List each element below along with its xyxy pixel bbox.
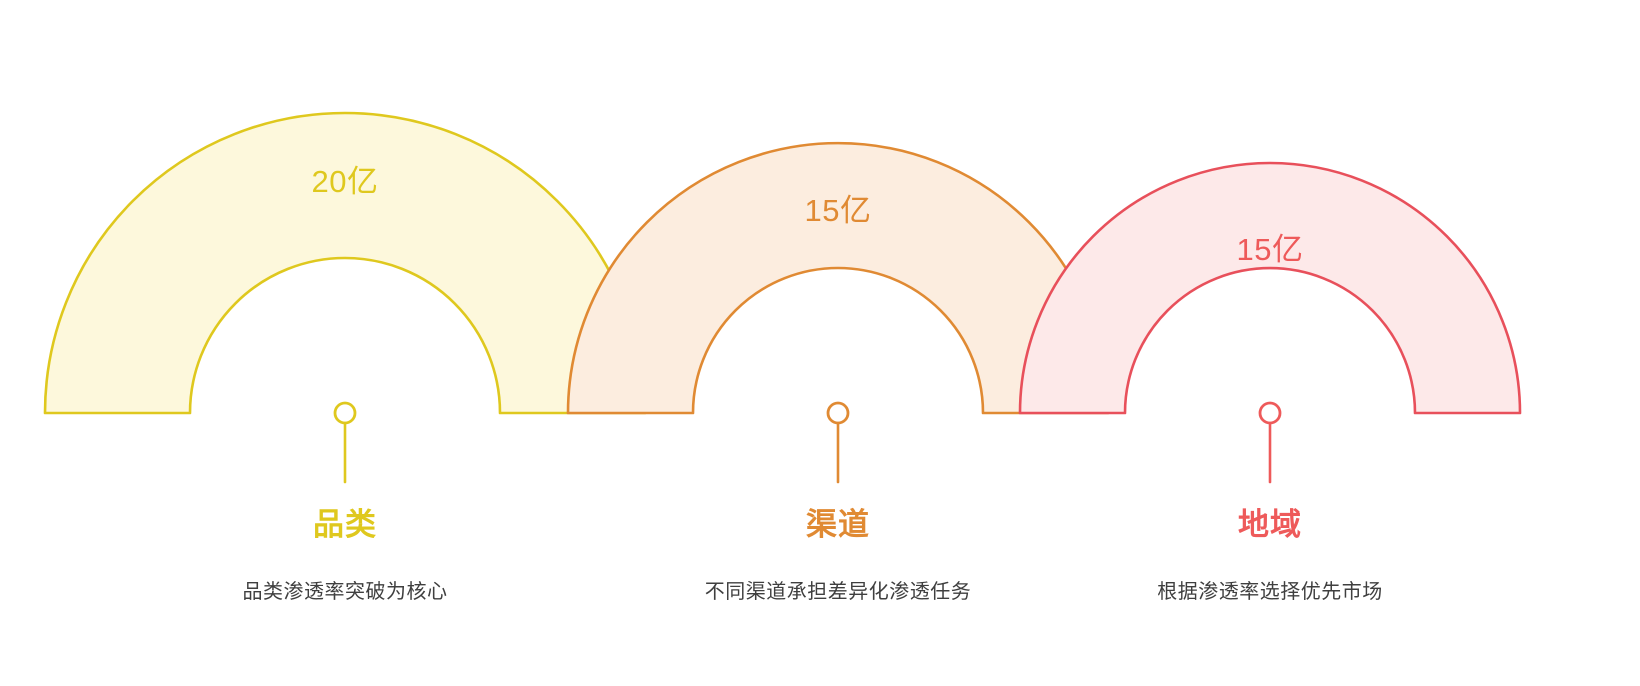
group-title-region: 地域 [1238, 507, 1302, 542]
marker-group-category[interactable] [333, 401, 357, 484]
arc-value-label-region: 15亿 [1237, 232, 1304, 267]
marker-circle-icon-region[interactable] [1258, 401, 1282, 425]
group-title-channel: 渠道 [806, 507, 870, 542]
arc-group-region[interactable]: 15亿 [1018, 161, 1522, 415]
arc-value-label-category: 20亿 [312, 164, 379, 199]
group-title-category: 品类 [313, 507, 377, 542]
marker-circle-icon-channel[interactable] [826, 401, 850, 425]
arc-band-category[interactable] [43, 111, 647, 415]
arc-value-label-channel: 15亿 [805, 193, 872, 228]
marker-circle-icon-category[interactable] [333, 401, 357, 425]
group-description-category: 品类渗透率突破为核心 [243, 580, 448, 603]
group-description-region: 根据渗透率选择优先市场 [1157, 580, 1383, 603]
marker-group-channel[interactable] [826, 401, 850, 484]
group-description-channel: 不同渠道承担差异化渗透任务 [705, 580, 972, 603]
marker-group-region[interactable] [1258, 401, 1282, 484]
arc-group-category[interactable]: 20亿 [43, 111, 647, 415]
arc-band-region[interactable] [1018, 161, 1522, 415]
